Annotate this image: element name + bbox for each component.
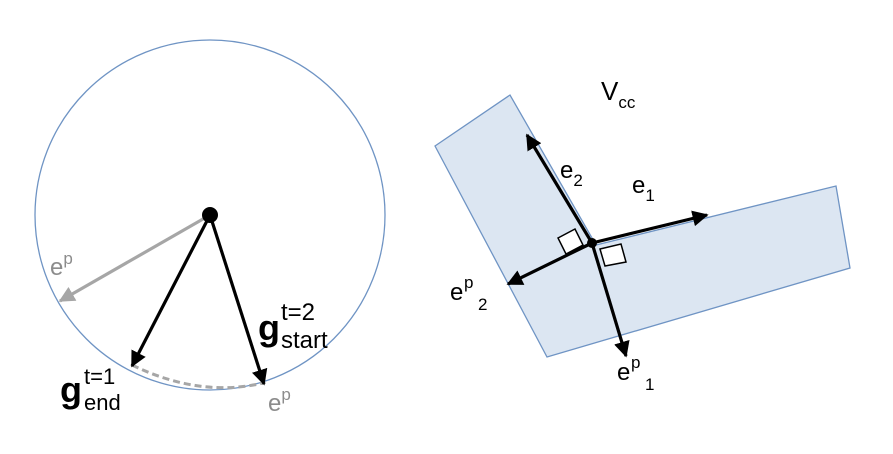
g-start-label: g <box>258 307 280 348</box>
ep1-label: e <box>617 359 630 386</box>
dashed-arc <box>131 363 264 390</box>
g-start-arrow <box>208 214 268 386</box>
ep2-sub: 2 <box>478 295 487 314</box>
ep-bottom-label: ep <box>268 385 291 417</box>
ep2-sup: p <box>464 273 473 292</box>
g-end-sup: t=1 <box>84 364 115 389</box>
e2-arrow <box>525 133 594 244</box>
g-start-sub: start <box>281 327 328 354</box>
ep2-label: e <box>450 279 463 306</box>
g-end-sub: end <box>84 390 121 415</box>
ep1-sup: p <box>631 353 640 372</box>
ep2-arrow <box>506 241 593 286</box>
e1-arrow <box>591 210 709 245</box>
center-dot <box>587 238 597 248</box>
right-angle-marker-2 <box>599 243 627 267</box>
ep-left-label: ep <box>50 249 73 281</box>
g-end-label: g <box>60 369 82 410</box>
ep1-arrow <box>590 242 630 358</box>
e2-label: e2 <box>560 157 583 190</box>
right-angle-marker-1 <box>557 227 584 256</box>
vcc-label: Vcc <box>601 76 636 112</box>
ep1-sub: 1 <box>645 375 654 394</box>
g-end-arrow <box>130 214 212 368</box>
e1-label: e1 <box>632 172 655 205</box>
feasible-circle <box>34 39 386 391</box>
ep-gray-arrow <box>58 213 211 303</box>
g-start-sup: t=2 <box>281 299 315 326</box>
origin-dot <box>202 207 218 223</box>
vcc-region <box>434 94 851 358</box>
